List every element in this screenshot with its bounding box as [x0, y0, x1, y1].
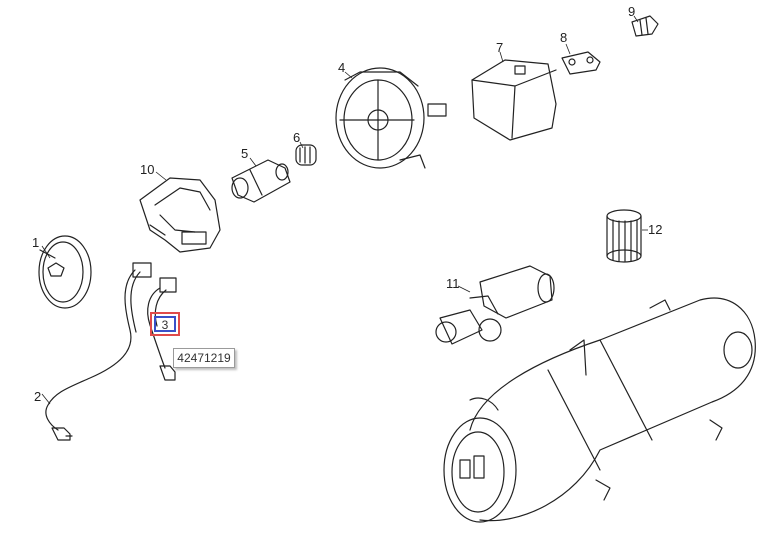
callout-7[interactable]: 7	[496, 40, 503, 55]
callout-3[interactable]: 3	[154, 316, 176, 332]
part-9-fitting[interactable]	[631, 15, 659, 37]
callout-12[interactable]: 12	[648, 222, 662, 237]
part-5-motor[interactable]	[231, 159, 291, 203]
part-11-pump[interactable]	[435, 265, 555, 345]
callout-9[interactable]: 9	[628, 4, 635, 19]
part-10-housing[interactable]	[139, 177, 221, 253]
callout-5[interactable]: 5	[241, 146, 248, 161]
part-4-fan-housing[interactable]	[335, 67, 447, 169]
part-6-coupling[interactable]	[295, 144, 317, 166]
part-number-tooltip: 42471219	[173, 348, 235, 368]
callout-11[interactable]: 11	[446, 276, 460, 291]
callout-8[interactable]: 8	[560, 30, 567, 45]
part-1-disc[interactable]	[38, 235, 92, 309]
callout-3-highlight[interactable]: 3	[150, 312, 180, 336]
part-12-filter[interactable]	[606, 209, 642, 263]
part-8-bracket[interactable]	[561, 51, 601, 75]
callout-6[interactable]: 6	[293, 130, 300, 145]
callout-4[interactable]: 4	[338, 60, 345, 75]
part-2-cable[interactable]	[45, 262, 152, 441]
callout-10[interactable]: 10	[140, 162, 154, 177]
callout-1[interactable]: 1	[32, 235, 39, 250]
part-7-control-unit[interactable]	[471, 59, 557, 141]
callout-2[interactable]: 2	[34, 389, 41, 404]
heater-main-body[interactable]	[443, 297, 756, 523]
